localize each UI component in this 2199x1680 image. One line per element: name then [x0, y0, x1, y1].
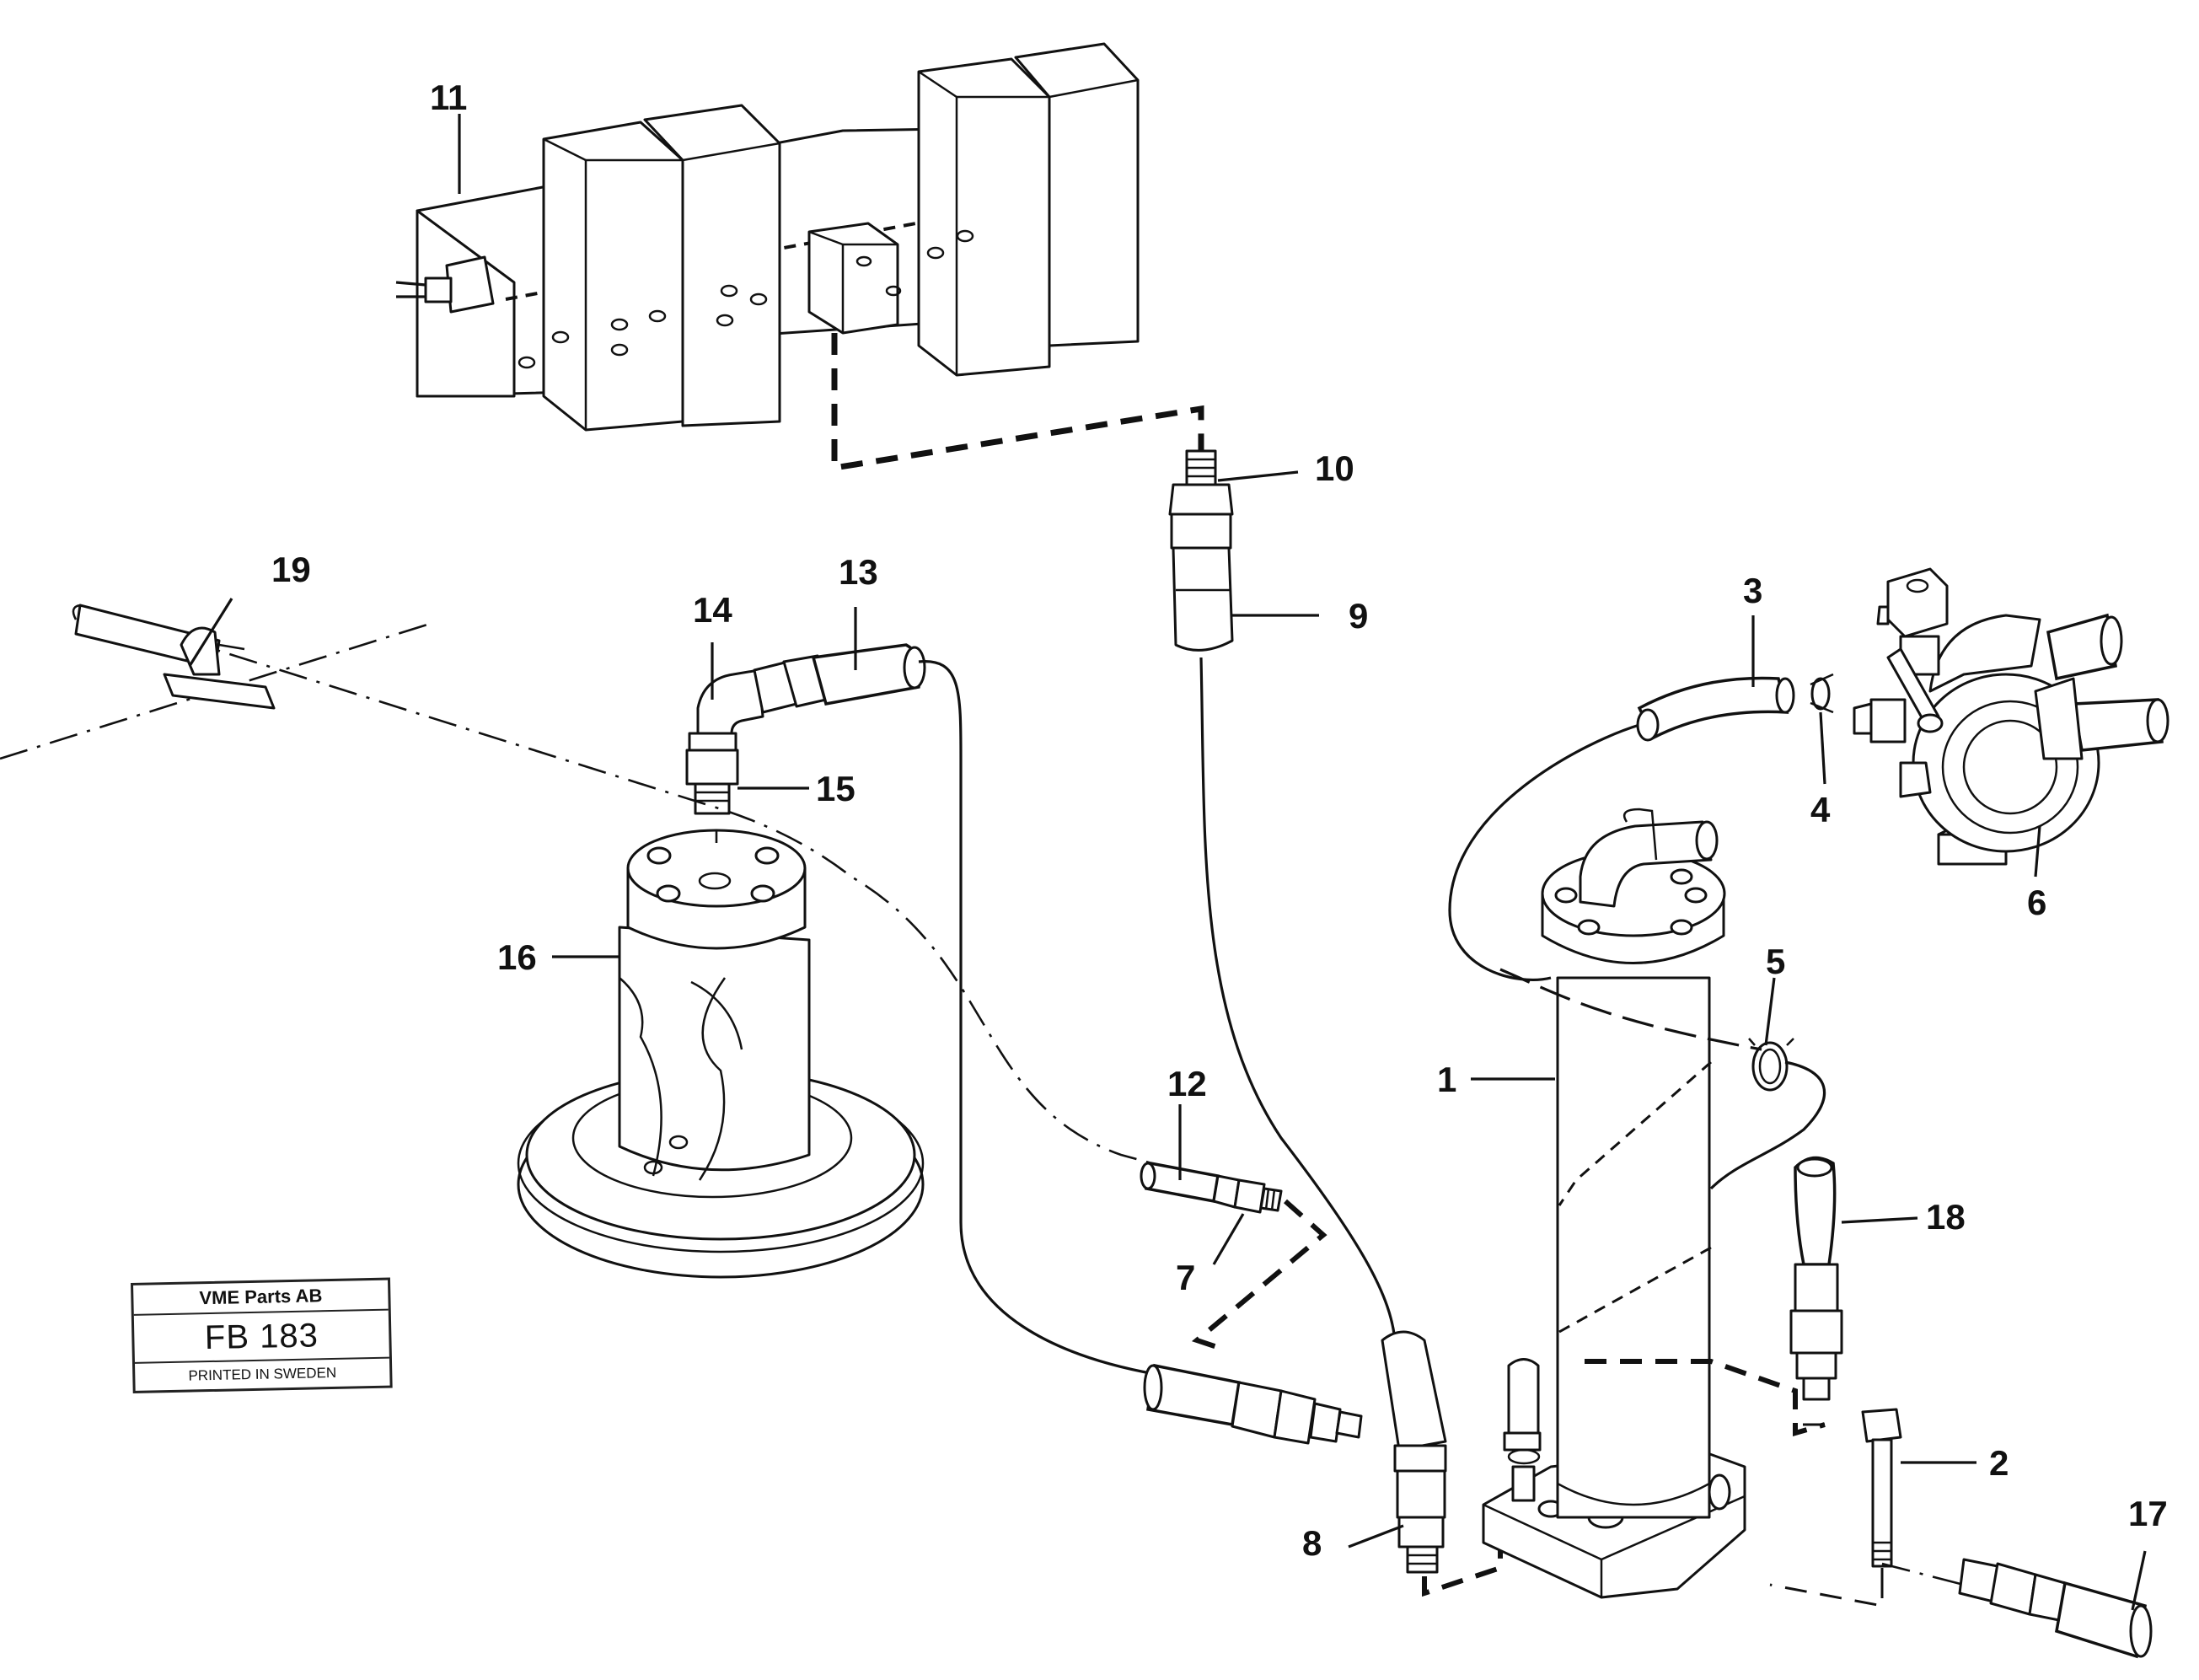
callout-11: 11 [430, 78, 467, 117]
clamp [72, 604, 276, 710]
callout-6: 6 [2027, 883, 2046, 922]
callout-19: 19 [271, 550, 311, 589]
swivel [517, 829, 925, 1279]
filter-housing [1482, 808, 1746, 1599]
stamp-code: FB 183 [133, 1310, 389, 1364]
hose-3 [1636, 676, 1795, 742]
hose-nipple-assembly [1168, 449, 1234, 652]
callout-5: 5 [1766, 942, 1785, 981]
lower-hose-assembly [1143, 1363, 1363, 1445]
callout-9: 9 [1349, 596, 1368, 636]
callout-13: 13 [839, 552, 878, 592]
hose-clamp-5 [1748, 1038, 1794, 1092]
parts-stamp: VME Parts AB FB 183 PRINTED IN SWEDEN [131, 1277, 393, 1393]
hose-18 [1789, 1156, 1843, 1401]
hose-nipple-12-7 [1140, 1161, 1283, 1214]
callout-12: 12 [1167, 1064, 1207, 1103]
callout-16: 16 [497, 937, 537, 977]
callout-8: 8 [1302, 1523, 1322, 1563]
hose-fitting [1381, 1330, 1447, 1574]
callout-17: 17 [2128, 1494, 2168, 1533]
pump [1853, 567, 2170, 866]
callout-4: 4 [1810, 790, 1831, 829]
callout-1: 1 [1437, 1060, 1456, 1099]
elbow-fitting-assembly [685, 643, 926, 815]
callout-7: 7 [1176, 1258, 1195, 1297]
hose-17 [1958, 1558, 2153, 1659]
valve-block [395, 42, 1140, 432]
callout-10: 10 [1315, 448, 1354, 488]
callout-18: 18 [1926, 1197, 1966, 1237]
hose-clamp-4 [1810, 673, 1834, 714]
callout-14: 14 [693, 590, 732, 630]
callout-3: 3 [1743, 571, 1762, 610]
callout-labels: 1 2 3 4 5 6 7 8 9 10 11 12 13 14 15 16 1… [271, 78, 2168, 1563]
leader-lines [188, 114, 2147, 1611]
callout-2: 2 [1989, 1443, 2009, 1483]
callout-15: 15 [816, 769, 855, 808]
bolt [1861, 1408, 1902, 1568]
stamp-printed: PRINTED IN SWEDEN [188, 1364, 337, 1384]
